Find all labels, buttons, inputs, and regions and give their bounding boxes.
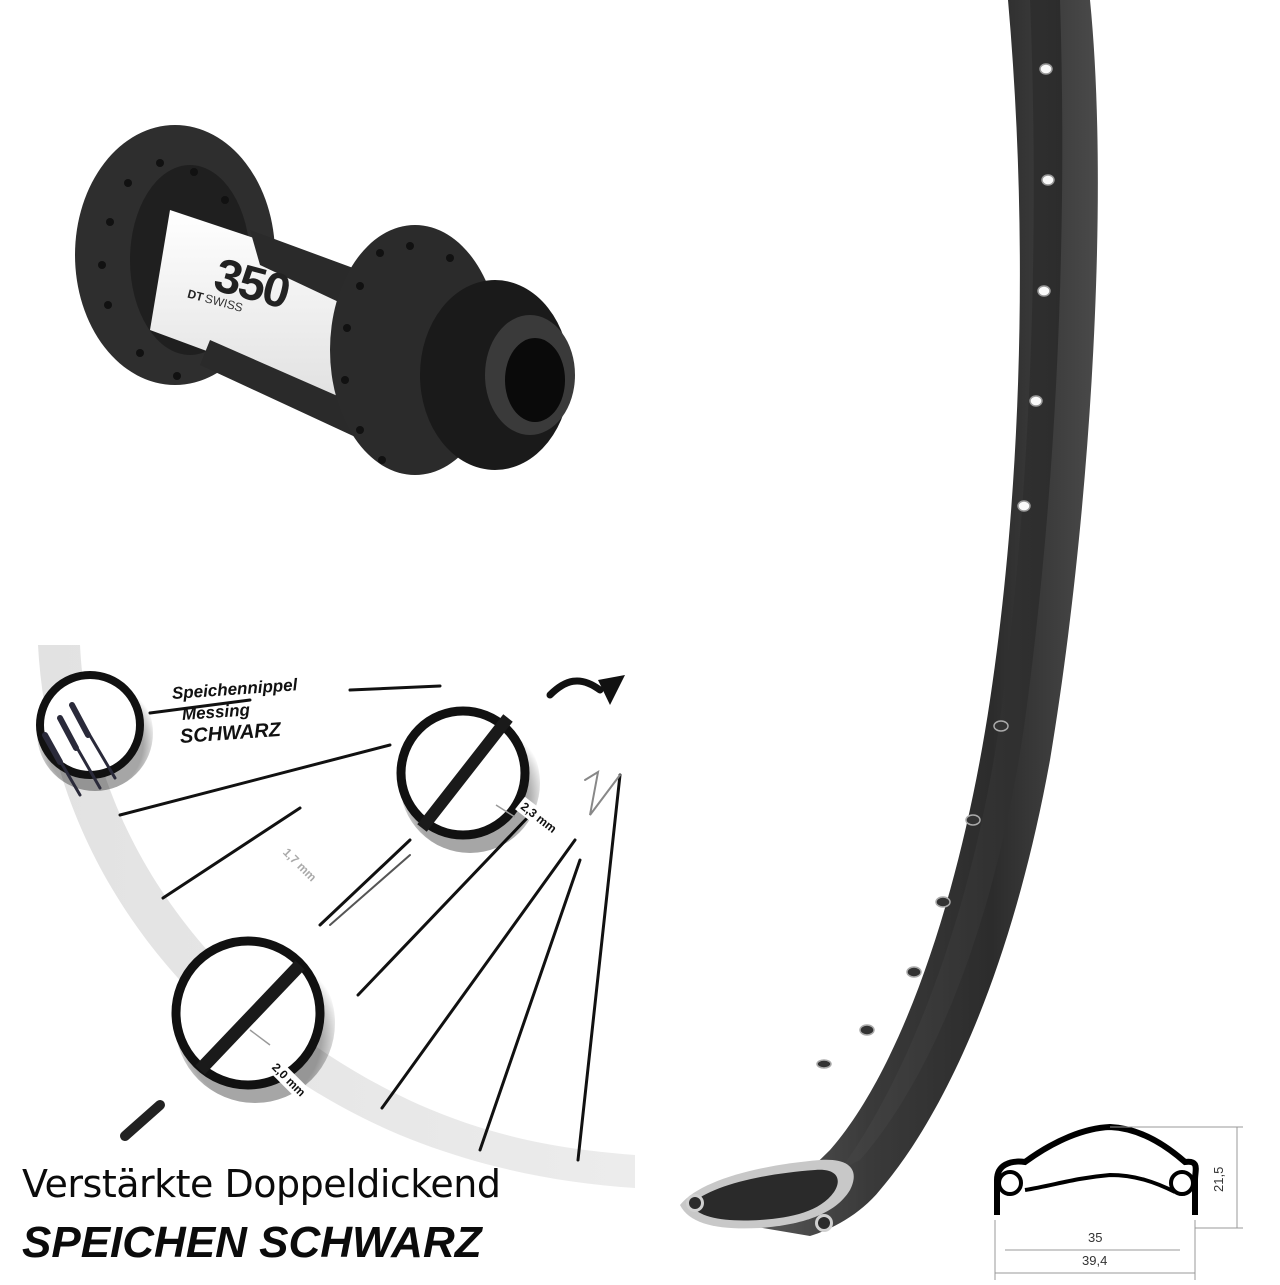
headline-line2: SPEICHEN SCHWARZ <box>22 1218 482 1267</box>
rim-profile-drawing: 21,5 35 39,4 <box>985 1110 1255 1280</box>
headline-line1: Verstärkte Doppeldickend <box>22 1162 501 1206</box>
hub-flange-holes <box>98 159 454 464</box>
profile-inner-width-label: 35 <box>1088 1230 1103 1245</box>
profile-outer-width-label: 39,4 <box>1082 1253 1108 1268</box>
spoke-holes <box>1017 63 1055 512</box>
spoke-holes-lower <box>816 720 1009 1069</box>
